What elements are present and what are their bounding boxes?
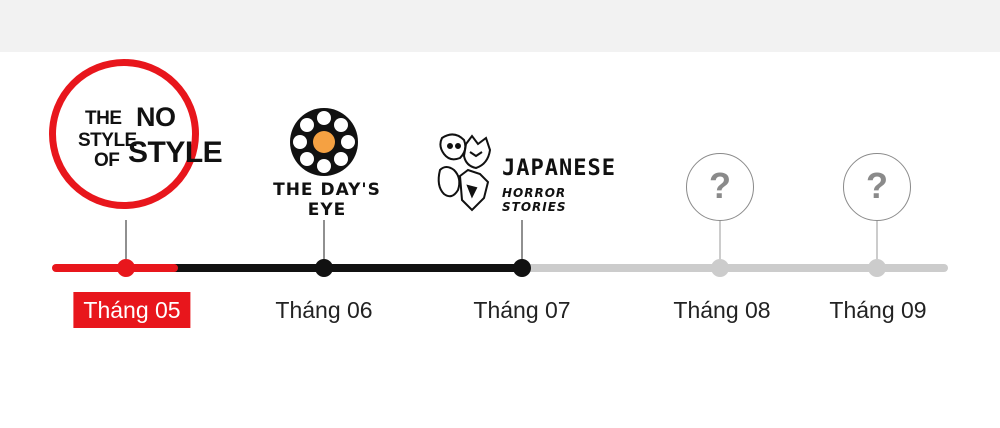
question-icon[interactable]: ?	[686, 153, 754, 221]
milestone-label-06[interactable]: Tháng 06	[275, 297, 373, 323]
japanese-wordmark: JAPANESE	[502, 156, 616, 181]
logo-word: OF	[94, 150, 120, 171]
milestone-label-09[interactable]: Tháng 09	[829, 297, 927, 323]
no-style-logo[interactable]: THE NO STYLE OF STYLE	[49, 59, 223, 209]
logo-word: NO	[136, 102, 176, 132]
milestone-label-05[interactable]: Tháng 05	[73, 292, 191, 328]
japanese-horror-logo[interactable]: JAPANESE HORROR STORIES	[432, 130, 632, 220]
milestone-label-07[interactable]: Tháng 07	[473, 297, 571, 323]
question-icon[interactable]: ?	[843, 153, 911, 221]
the-days-eye-wordmark: THE DAY'S EYE	[273, 180, 381, 220]
milestone-label-08[interactable]: Tháng 08	[673, 297, 771, 323]
milestone-stem	[323, 220, 325, 260]
milestone-stem	[125, 220, 127, 260]
milestone-stem	[521, 220, 523, 260]
horror-stories-wordmark: HORROR STORIES	[502, 186, 567, 214]
milestone-dot-done[interactable]	[513, 259, 531, 277]
timeline-track-done	[172, 264, 524, 272]
logo-word: THE	[85, 108, 122, 129]
milestone-stem	[719, 221, 721, 260]
timeline-track-upcoming	[520, 264, 948, 272]
the-days-eye-logo[interactable]: THE DAY'S EYE	[252, 104, 402, 220]
milestone-dot-upcoming[interactable]	[711, 259, 729, 277]
header-band	[0, 0, 1000, 52]
logo-word: STYLE	[128, 136, 223, 169]
demon-mask-icon	[437, 133, 492, 212]
milestone-stem	[876, 221, 878, 260]
no-style-logo-text: THE NO STYLE OF STYLE	[78, 102, 223, 178]
milestone-dot-active[interactable]	[117, 259, 135, 277]
timeline-track-active	[52, 264, 178, 272]
logo-word: STYLE	[78, 130, 137, 151]
flower-icon	[290, 108, 358, 176]
milestone-dot-upcoming[interactable]	[868, 259, 886, 277]
milestone-dot-done[interactable]	[315, 259, 333, 277]
